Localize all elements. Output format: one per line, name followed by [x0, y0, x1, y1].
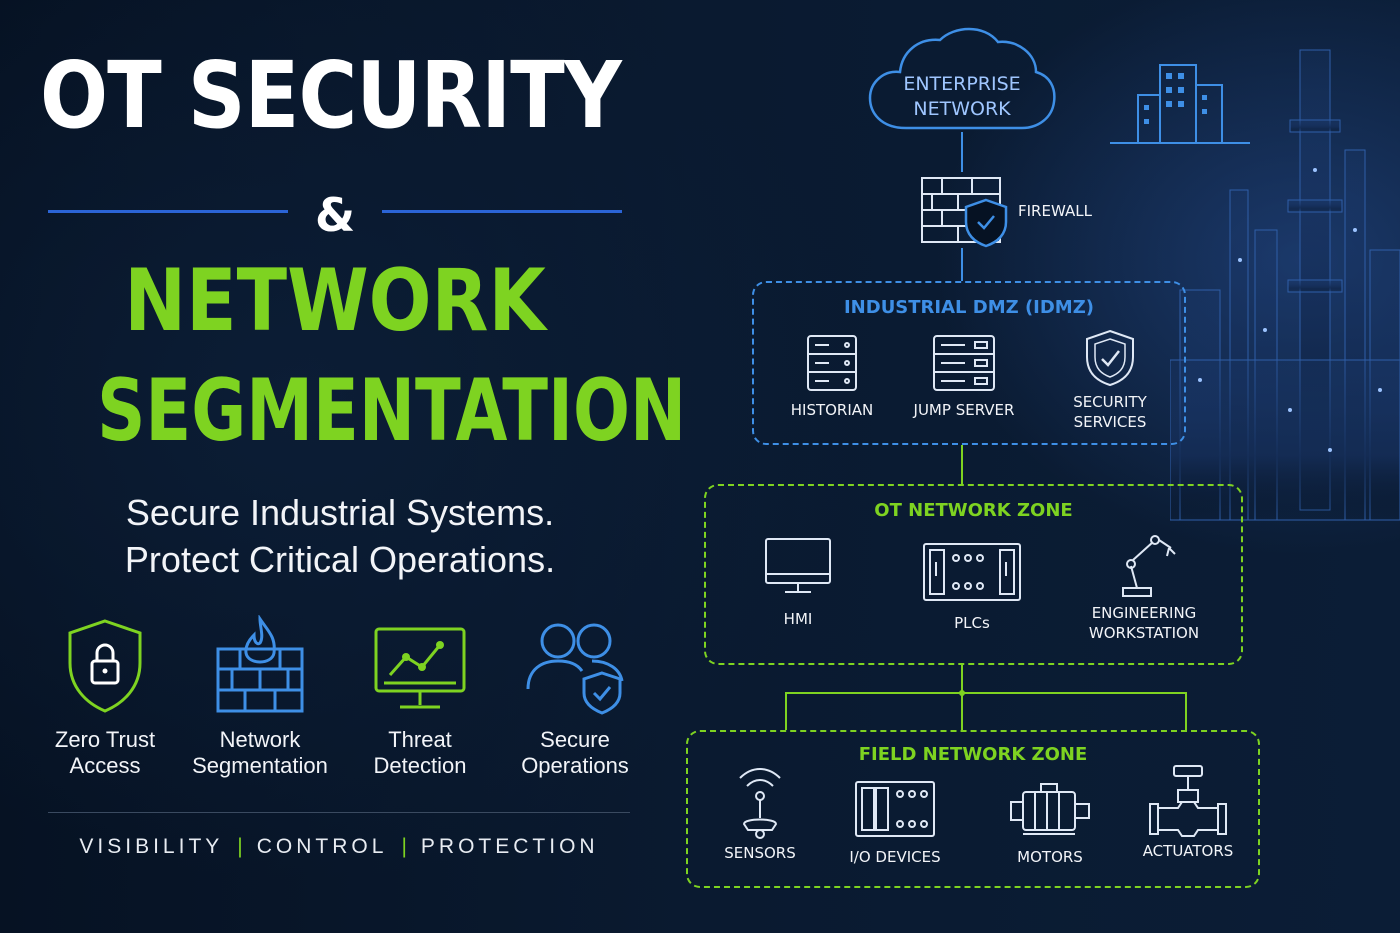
jump-server-label: JUMP SERVER	[913, 401, 1015, 419]
headline-line1: OT SECURITY	[40, 42, 622, 149]
valve-actuator-icon	[1149, 765, 1227, 837]
divider-line-right	[382, 210, 622, 213]
feature-label: Zero Trust	[54, 727, 156, 752]
enterprise-network-label: ENTERPRISE NETWORK	[866, 72, 1058, 121]
field-network-zone: FIELD NETWORK ZONE SENSORS	[686, 730, 1260, 888]
firewall-label: FIREWALL	[1018, 202, 1092, 220]
plc-icon	[923, 543, 1021, 601]
pillar-separator: |	[237, 835, 243, 858]
motor-icon	[1010, 783, 1090, 835]
pillar-protection: PROTECTION	[420, 835, 599, 858]
feature-label: Operations	[521, 753, 629, 779]
plcs-node: PLCs	[892, 542, 1052, 634]
tagline-line2: Protect Critical Operations.	[124, 539, 556, 580]
robot-arm-icon	[1122, 535, 1176, 597]
headline-ampersand: &	[314, 188, 356, 242]
users-shield-icon	[526, 623, 624, 715]
feature-label: Access	[69, 753, 141, 779]
feature-secure-operations: Secure Operations	[500, 615, 650, 780]
shield-check-icon	[1086, 329, 1134, 387]
historian-label: HISTORIAN	[790, 401, 874, 419]
sensors-label: SENSORS	[724, 844, 796, 862]
sensors-node: SENSORS	[680, 762, 840, 864]
monitor-icon	[765, 538, 831, 593]
io-devices-node: I/O DEVICES	[815, 780, 975, 868]
headline-line2: NETWORK	[124, 251, 546, 351]
ot-zone-title: OT NETWORK ZONE	[874, 500, 1073, 521]
enterprise-label-line2: NETWORK	[913, 97, 1011, 120]
feature-label: Detection	[373, 753, 467, 779]
headline-line3: SEGMENTATION	[97, 361, 687, 461]
city-buildings-icon	[1110, 64, 1250, 144]
io-module-icon	[855, 781, 935, 837]
sensor-icon	[739, 768, 781, 839]
server-icon	[807, 335, 857, 391]
divider-line-left	[48, 210, 288, 213]
enterprise-label-line1: ENTERPRISE	[903, 73, 1021, 95]
security-services-label: SERVICES	[1073, 412, 1147, 431]
shield-lock-icon	[68, 619, 142, 713]
pillar-control: CONTROL	[256, 835, 388, 858]
feature-list: Zero Trust Access Network Segmentation	[30, 615, 640, 795]
refinery-skyline-icon	[1170, 49, 1400, 521]
ampersand-divider: &	[48, 188, 622, 242]
security-services-label: SECURITY	[1073, 393, 1147, 411]
jump-server-node: JUMP SERVER	[884, 333, 1044, 421]
feature-label: Secure	[540, 727, 610, 752]
plcs-label: PLCs	[954, 614, 990, 632]
actuators-node: ACTUATORS	[1108, 764, 1268, 862]
feature-label: Network	[219, 727, 301, 752]
hmi-node: HMI	[718, 536, 878, 630]
feature-label: Segmentation	[192, 753, 328, 779]
firewall-icon	[921, 177, 1008, 248]
firewall-flame-icon	[216, 615, 304, 713]
engineering-label: WORKSTATION	[1088, 623, 1200, 642]
monitor-chart-icon	[374, 627, 466, 709]
ot-network-zone: OT NETWORK ZONE HMI PLCs	[704, 484, 1243, 665]
motors-label: MOTORS	[1017, 848, 1083, 866]
io-devices-label: I/O DEVICES	[849, 848, 941, 866]
server-rack-icon	[933, 335, 995, 391]
pillars: VISIBILITY | CONTROL | PROTECTION	[48, 835, 630, 859]
dmz-zone: INDUSTRIAL DMZ (IDMZ) HISTORIAN JUMP SER…	[752, 281, 1186, 445]
pillar-visibility: VISIBILITY	[79, 835, 224, 858]
field-zone-title: FIELD NETWORK ZONE	[858, 744, 1088, 765]
dmz-zone-title: INDUSTRIAL DMZ (IDMZ)	[843, 297, 1094, 318]
security-services-node: SECURITY SERVICES	[1030, 327, 1190, 432]
cloud-icon	[868, 27, 1056, 130]
feature-label: Threat	[388, 727, 452, 752]
tagline-line1: Secure Industrial Systems.	[125, 492, 555, 533]
hmi-label: HMI	[783, 610, 813, 628]
feature-network-segmentation: Network Segmentation	[185, 615, 335, 780]
historian-node: HISTORIAN	[752, 333, 912, 421]
feature-zero-trust: Zero Trust Access	[30, 615, 180, 780]
engineering-workstation-node: ENGINEERING WORKSTATION	[1064, 530, 1224, 643]
feature-threat-detection: Threat Detection	[345, 615, 495, 780]
motors-node: MOTORS	[970, 782, 1130, 868]
actuators-label: ACTUATORS	[1142, 842, 1234, 860]
footer-divider	[48, 812, 630, 813]
pillar-separator: |	[401, 835, 407, 858]
engineering-label: ENGINEERING	[1091, 604, 1197, 622]
